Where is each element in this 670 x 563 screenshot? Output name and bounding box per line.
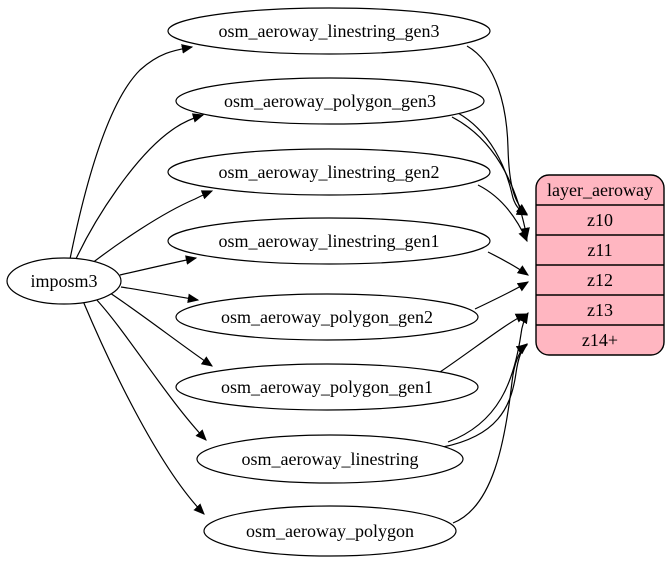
node-label-osm-aeroway-linestring-gen3: osm_aeroway_linestring_gen3 — [219, 21, 440, 41]
record-row-z14plus: z14+ — [582, 330, 618, 350]
edge-imposm3-to-osm-aeroway-polygon-gen1 — [109, 292, 213, 367]
node-ellipse — [167, 217, 491, 265]
node-label-osm-aeroway-polygon-gen2: osm_aeroway_polygon_gen2 — [221, 307, 433, 327]
table-node-osm-aeroway-polygon-gen3: osm_aeroway_polygon_gen3 — [175, 77, 485, 125]
record-title: layer_aeroway — [547, 180, 653, 200]
node-ellipse — [167, 148, 491, 196]
node-label-osm-aeroway-linestring: osm_aeroway_linestring — [242, 449, 419, 469]
table-node-osm-aeroway-linestring: osm_aeroway_linestring — [196, 434, 464, 484]
edge-osm-aeroway-linestring-gen2-to-z11 — [477, 184, 528, 243]
record-node-layer-aeroway: layer_aeroway z10 z11 z12 z13 z14+ — [535, 174, 665, 356]
record-row-z12: z12 — [587, 270, 613, 290]
record-row-z13: z13 — [587, 300, 613, 320]
edge-osm-aeroway-polygon-gen2-to-z12 — [474, 281, 530, 310]
node-ellipse — [203, 505, 457, 557]
edge-osm-aeroway-polygon-to-z14plus — [452, 344, 529, 524]
edges-layer — [69, 44, 530, 524]
node-ellipse — [6, 257, 122, 305]
table-node-osm-aeroway-linestring-gen2: osm_aeroway_linestring_gen2 — [167, 148, 491, 196]
edge-osm-aeroway-linestring-gen3-to-z10 — [466, 45, 528, 215]
edge-imposm3-to-osm-aeroway-linestring — [94, 297, 207, 441]
edge-imposm3-to-osm-aeroway-polygon-gen3 — [74, 113, 205, 262]
table-node-osm-aeroway-polygon: osm_aeroway_polygon — [203, 505, 457, 557]
node-ellipse — [196, 434, 464, 484]
edge-imposm3-to-osm-aeroway-linestring-gen1 — [119, 255, 198, 276]
node-ellipse — [167, 7, 491, 55]
nodes-layer: imposm3 osm_aeroway_linestring_gen3 osm_ae… — [6, 7, 665, 557]
edge-osm-aeroway-linestring-gen1-to-z12 — [487, 251, 529, 276]
node-label-imposm3: imposm3 — [30, 271, 97, 291]
table-node-osm-aeroway-linestring-gen3: osm_aeroway_linestring_gen3 — [167, 7, 491, 55]
source-node-imposm3: imposm3 — [6, 257, 122, 305]
node-label-osm-aeroway-polygon-gen3: osm_aeroway_polygon_gen3 — [224, 91, 436, 111]
edge-imposm3-to-osm-aeroway-linestring-gen2 — [86, 190, 214, 268]
record-row-z11: z11 — [587, 240, 612, 260]
edge-imposm3-to-osm-aeroway-polygon-gen2 — [120, 286, 200, 304]
edge-imposm3-to-osm-aeroway-linestring-gen3 — [69, 44, 194, 260]
table-node-osm-aeroway-polygon-gen2: osm_aeroway_polygon_gen2 — [175, 293, 479, 341]
node-ellipse — [175, 293, 479, 341]
node-label-osm-aeroway-linestring-gen2: osm_aeroway_linestring_gen2 — [219, 162, 440, 182]
node-label-osm-aeroway-polygon: osm_aeroway_polygon — [246, 521, 414, 541]
node-label-osm-aeroway-linestring-gen1: osm_aeroway_linestring_gen1 — [219, 231, 440, 251]
node-label-osm-aeroway-polygon-gen1: osm_aeroway_polygon_gen1 — [221, 377, 433, 397]
edge-imposm3-to-osm-aeroway-polygon — [82, 300, 205, 515]
table-node-osm-aeroway-polygon-gen1: osm_aeroway_polygon_gen1 — [175, 363, 479, 411]
table-node-osm-aeroway-linestring-gen1: osm_aeroway_linestring_gen1 — [167, 217, 491, 265]
node-ellipse — [175, 363, 479, 411]
edge-osm-aeroway-polygon-gen3-to-z11 — [451, 116, 530, 240]
node-ellipse — [175, 77, 485, 125]
record-row-z10: z10 — [587, 210, 613, 230]
